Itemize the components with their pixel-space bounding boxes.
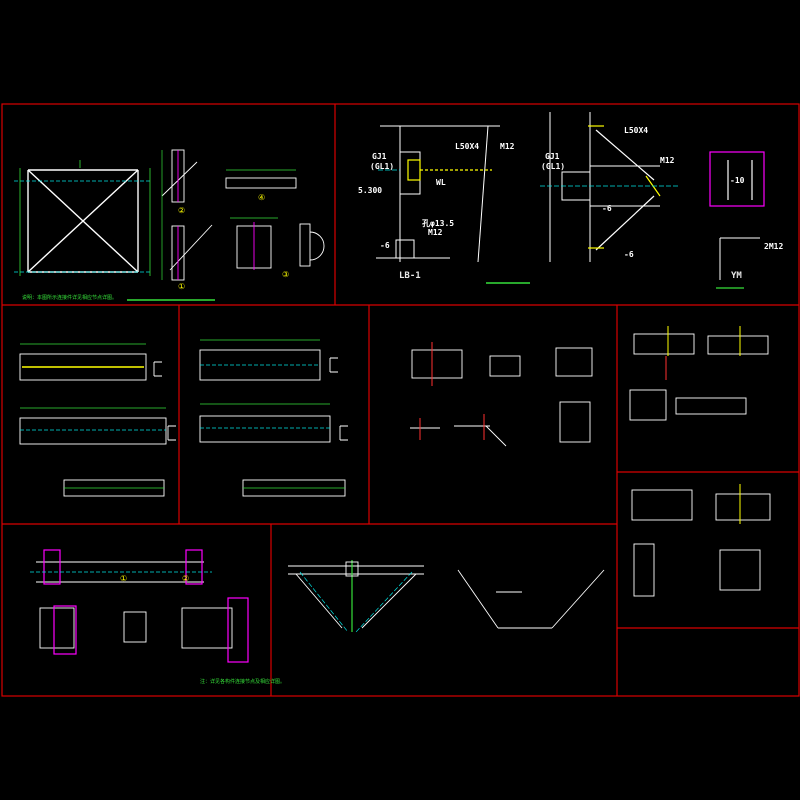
panel-tie-rod xyxy=(30,549,249,663)
circle-number-4: ④ xyxy=(258,193,266,202)
label-t6-c: -6 xyxy=(624,250,634,259)
panel-bracing-elevation xyxy=(14,149,325,301)
label-l50x4: L50X4 xyxy=(455,142,480,151)
label-l50x4-b: L50X4 xyxy=(624,126,649,135)
label-2m12: 2M12 xyxy=(764,242,784,251)
circle-number-1b: ① xyxy=(120,574,128,583)
label-gj1-b-sub: (GL1) xyxy=(541,162,566,171)
drawing-title-lb1: LB-1 xyxy=(399,271,421,281)
label-gj1-sub: (GL1) xyxy=(370,162,395,171)
label-t6-b: -6 xyxy=(602,204,612,213)
circle-number-1: ① xyxy=(178,282,186,291)
label-gj1-b: GJ1 xyxy=(545,152,560,161)
label-m12: M12 xyxy=(500,142,515,151)
panel-purlin-elevations xyxy=(19,339,348,497)
circle-number-2: ② xyxy=(178,206,186,215)
panel-connection-sections xyxy=(410,342,593,447)
label-t6: -6 xyxy=(380,241,390,250)
circle-number-2b: ② xyxy=(182,574,190,583)
label-gj1: GJ1 xyxy=(372,152,387,161)
panel-lb1-connection xyxy=(376,112,765,289)
label-elevation: 5.300 xyxy=(358,186,383,195)
label-hole: 孔φ13.5 xyxy=(422,219,455,228)
panel-column-connections xyxy=(629,326,771,597)
label-t10: -10 xyxy=(730,176,745,185)
label-m12-b: M12 xyxy=(428,228,443,237)
circle-number-3: ③ xyxy=(282,270,290,279)
panel-truss-corner xyxy=(288,560,605,633)
note-fig5: 注：详见各构件连接节点及相应详图。 xyxy=(200,679,286,685)
note-brace: 说明：本图所示连接件详见相应节点详图。 xyxy=(22,295,118,301)
sheet-frame xyxy=(1,103,800,697)
label-m12-c: M12 xyxy=(660,156,675,165)
drawing-title-wm: YM xyxy=(731,271,742,281)
label-wl: WL xyxy=(436,178,446,187)
